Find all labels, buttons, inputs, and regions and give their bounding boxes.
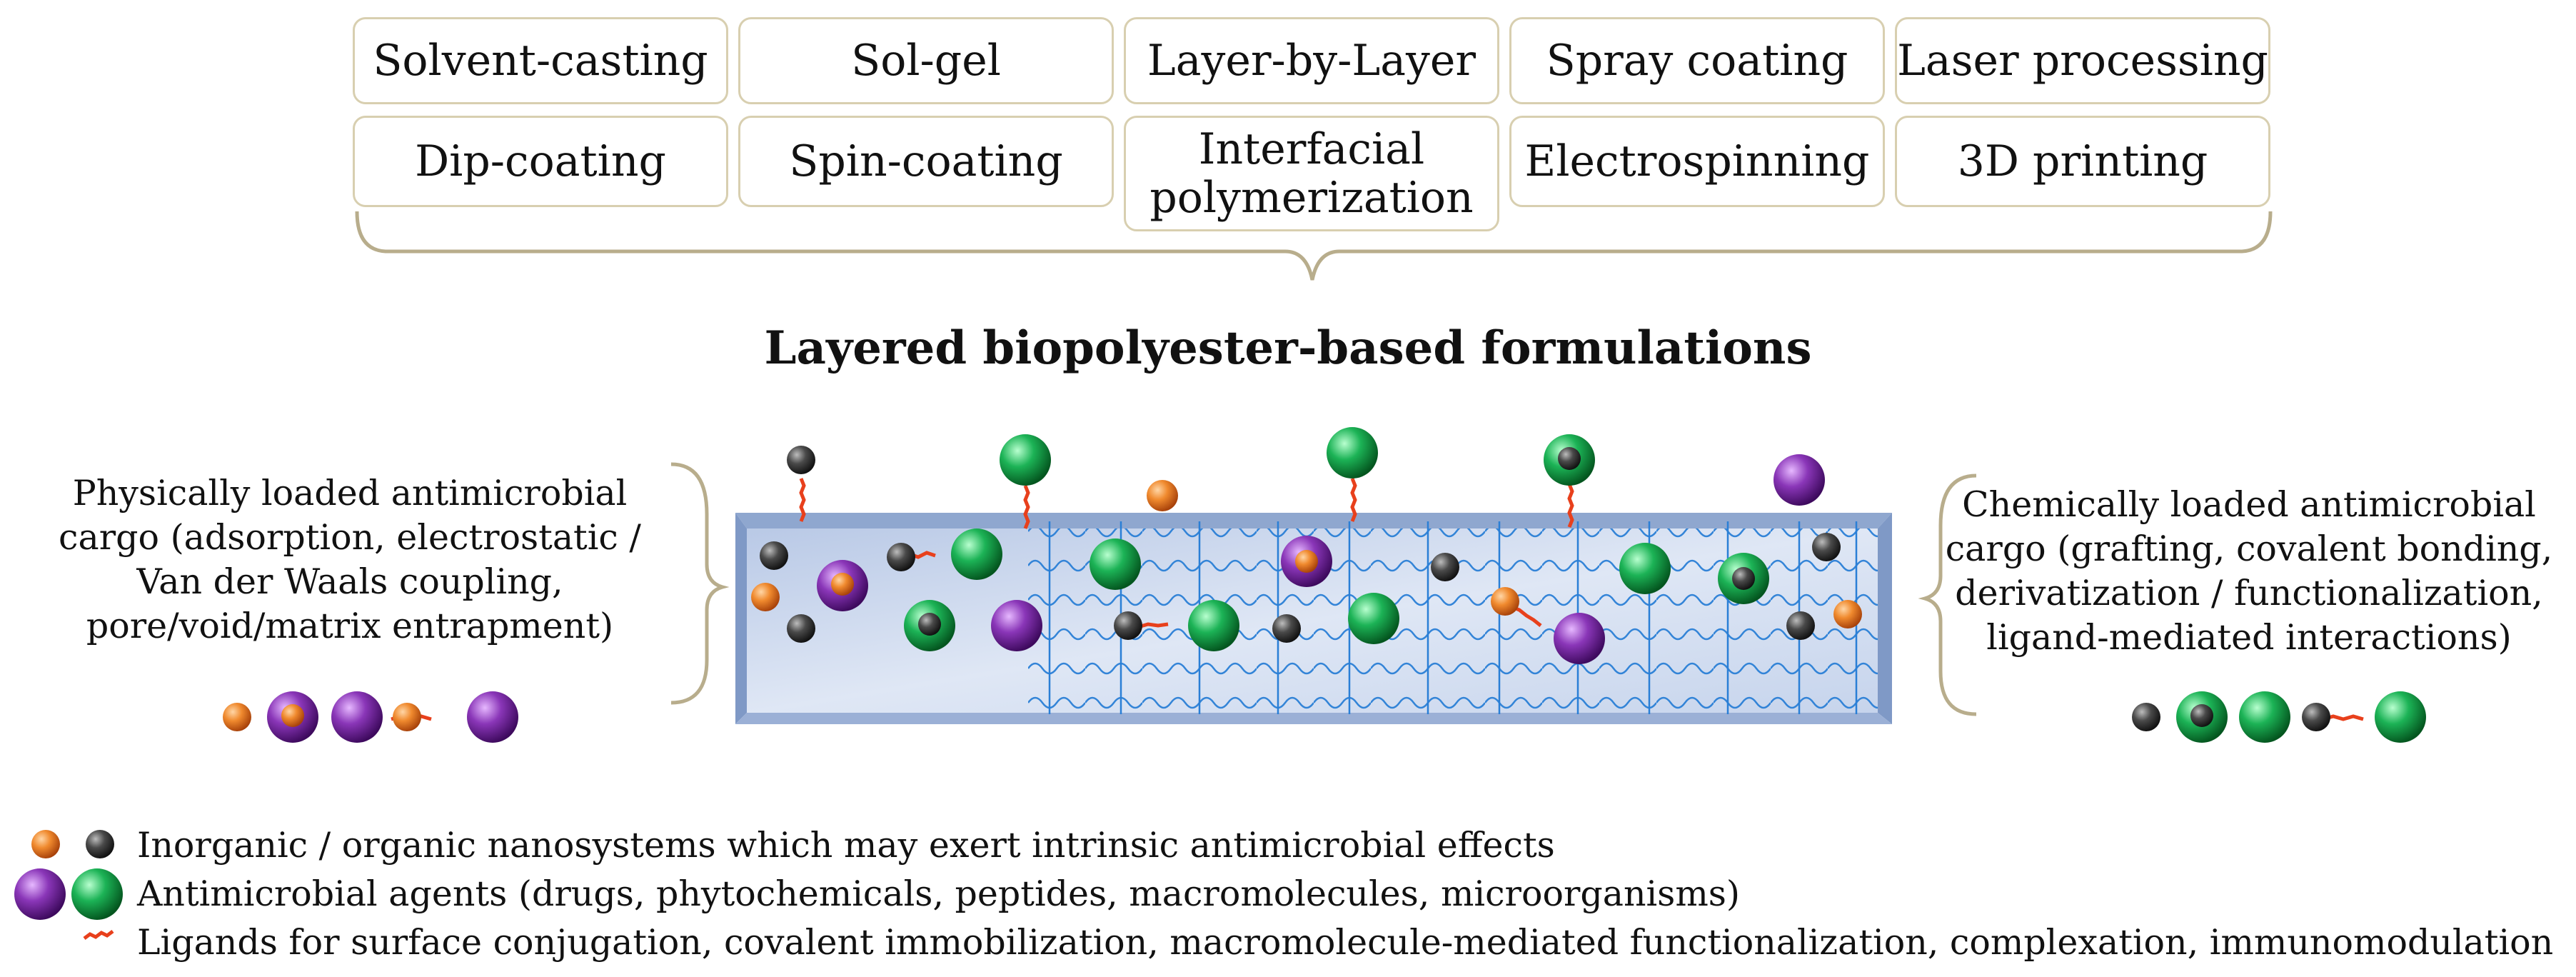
green-agent: [1090, 538, 1141, 590]
orange-nanoparticle: [751, 583, 780, 611]
green-agent: [1000, 434, 1051, 486]
green-agent: [1327, 427, 1378, 479]
legend-purple-marker: [14, 868, 66, 920]
gray-nanoparticle: [1558, 447, 1581, 470]
gray-nanoparticle: [787, 446, 815, 474]
orange-nanoparticle: [1833, 600, 1862, 628]
purple-agent: [467, 691, 518, 743]
green-agent: [2239, 691, 2290, 743]
legend-nanosystems-text: Inorganic / organic nanosystems which ma…: [137, 825, 1555, 866]
legend-ligands-text: Ligands for surface conjugation, covalen…: [137, 922, 2554, 963]
right-panel-line: Chemically loaded antimicrobial: [1962, 484, 2536, 525]
gray-nanoparticle: [1272, 614, 1301, 643]
method-solvent-casting: Solvent-casting: [353, 17, 728, 104]
ligand-line: [1023, 485, 1030, 529]
orange-nanoparticle: [1147, 480, 1178, 511]
orange-nanoparticle: [831, 573, 854, 596]
right-brace: [1918, 474, 1977, 716]
gray-nanoparticle: [760, 541, 788, 570]
method-interfacial-polymerization: Interfacial polymerization: [1124, 116, 1499, 231]
left-panel-line: Van der Waals coupling,: [136, 561, 563, 602]
purple-agent: [1773, 454, 1825, 506]
purple-agent: [1554, 613, 1605, 664]
left-panel-line: cargo (adsorption, electrostatic /: [59, 517, 641, 558]
legend-gray-marker: [86, 830, 114, 858]
gray-nanoparticle: [2132, 703, 2160, 731]
method-spray-coating: Spray coating: [1509, 17, 1885, 104]
ligand-line: [1350, 478, 1357, 522]
orange-nanoparticle: [1295, 550, 1318, 573]
gray-nanoparticle: [2190, 704, 2213, 727]
left-brace: [670, 462, 730, 705]
gray-nanoparticle: [787, 614, 815, 643]
right-panel-line: derivatization / functionalization,: [1955, 573, 2543, 613]
gray-nanoparticle: [1786, 611, 1815, 640]
right-panel-text: Chemically loaded antimicrobial cargo (g…: [1935, 483, 2563, 660]
left-panel-line: pore/void/matrix entrapment): [86, 606, 614, 646]
method-3d-printing: 3D printing: [1895, 116, 2270, 207]
gray-nanoparticle: [1431, 553, 1459, 581]
left-panel-line: Physically loaded antimicrobial: [72, 473, 628, 513]
method-sol-gel: Sol-gel: [738, 17, 1114, 104]
gray-nanoparticle: [1114, 611, 1142, 640]
right-panel-line: cargo (grafting, covalent bonding,: [1945, 528, 2553, 569]
left-panel-text: Physically loaded antimicrobial cargo (a…: [29, 471, 671, 648]
diagram-title: Layered biopolyester-based formulations: [764, 321, 1812, 375]
gray-nanoparticle: [887, 543, 915, 571]
method-electrospinning: Electrospinning: [1509, 116, 1885, 207]
green-agent: [1188, 600, 1239, 651]
green-agent: [951, 528, 1002, 580]
orange-nanoparticle: [223, 703, 251, 731]
orange-nanoparticle: [1491, 587, 1519, 616]
method-laser-processing: Laser processing: [1895, 17, 2270, 104]
gray-nanoparticle: [918, 613, 941, 636]
green-agent: [1619, 543, 1671, 594]
green-agent: [2375, 691, 2426, 743]
ligand-line: [799, 478, 806, 522]
method-dip-coating: Dip-coating: [353, 116, 728, 207]
method-layer-by-layer: Layer-by-Layer: [1124, 17, 1499, 104]
green-agent: [1348, 593, 1399, 644]
gray-nanoparticle: [2302, 703, 2330, 731]
right-panel-line: ligand-mediated interactions): [1986, 617, 2512, 658]
gray-nanoparticle: [1732, 567, 1755, 590]
ligand-legend-mark: [83, 930, 114, 940]
method-spin-coating: Spin-coating: [738, 116, 1114, 207]
orange-nanoparticle: [393, 703, 421, 731]
ligand-line: [1567, 484, 1574, 528]
purple-agent: [991, 600, 1042, 651]
legend-agents-text: Antimicrobial agents (drugs, phytochemic…: [137, 873, 1741, 914]
legend-orange-marker: [31, 830, 60, 858]
gray-nanoparticle: [1812, 533, 1841, 561]
top-brace: [355, 211, 2273, 281]
legend-green-marker: [71, 868, 123, 920]
orange-nanoparticle: [281, 704, 304, 727]
purple-agent: [331, 691, 383, 743]
